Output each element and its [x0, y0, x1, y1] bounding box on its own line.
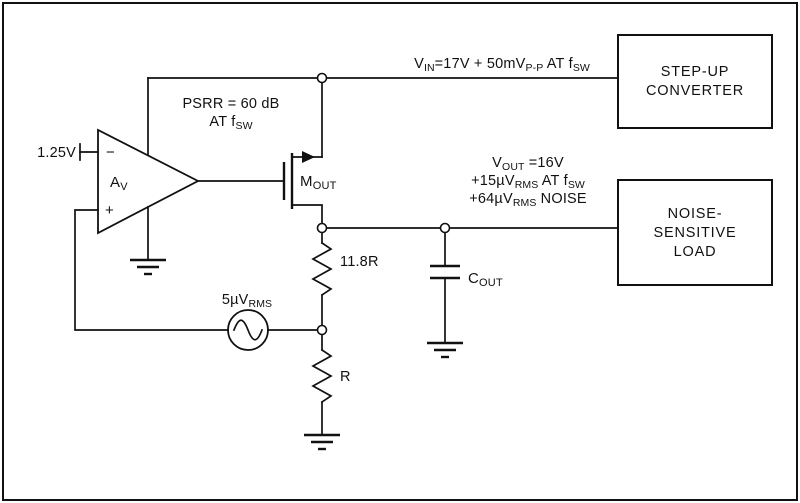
- psrr-line2: AT fSW: [209, 114, 252, 132]
- noise-source-circle: [227, 309, 269, 351]
- step-up-converter-block: STEP-UP CONVERTER: [617, 34, 773, 129]
- mosfet-bottom-lead: [291, 204, 323, 229]
- cout-label: COUT: [468, 270, 503, 289]
- resistor-bottom-zigzag: [311, 348, 333, 404]
- psrr-label: PSRR = 60 dB AT fSW: [182, 96, 279, 132]
- op-amp-plus-input: +: [105, 202, 114, 219]
- op-amp-minus-input: −: [106, 144, 115, 161]
- ground-symbol-opamp: [130, 206, 166, 276]
- feedback-wire-left: [74, 209, 229, 331]
- cout-capacitor: COUT: [430, 264, 503, 289]
- mosfet-arrow: [302, 151, 315, 163]
- step-up-converter-label-2: CONVERTER: [646, 83, 744, 99]
- junction-node-vout: [316, 222, 328, 234]
- step-up-converter-box: [617, 34, 773, 129]
- resistor-top-zigzag: [311, 241, 333, 297]
- step-up-converter-label-1: STEP-UP: [661, 64, 729, 80]
- vin-label: VIN=17V + 50mVP-P AT fSW: [414, 56, 590, 74]
- vout-label-line1: VOUT =16V: [492, 155, 564, 173]
- resistor-top-label: 11.8R: [340, 254, 379, 270]
- vout-label-line2: +15µVRMS AT fSW: [471, 173, 585, 191]
- resistor-bottom-label: R: [340, 369, 351, 385]
- junction-node-vin: [316, 72, 328, 84]
- sine-wave-icon: [232, 319, 264, 341]
- noise-source-label: 5µVRMS: [222, 292, 272, 310]
- noise-sensitive-load-block: NOISE- SENSITIVE LOAD: [617, 179, 773, 286]
- resistor-bottom: R: [311, 348, 351, 404]
- ref-voltage-label: 1.25V: [37, 145, 76, 161]
- resistor-top: 11.8R: [311, 241, 379, 297]
- vout-label-line3: +64µVRMS NOISE: [469, 191, 587, 209]
- ground-symbol-divider: [304, 433, 340, 451]
- noise-sensitive-load-label-1: NOISE-: [668, 206, 723, 222]
- vout-label: VOUT =16V +15µVRMS AT fSW +64µVRMS NOISE: [469, 155, 587, 209]
- junction-node-divider: [316, 324, 328, 336]
- mosfet-label: MOUT: [300, 173, 337, 192]
- noise-source: 5µVRMS: [222, 292, 272, 351]
- op-amp-gain-label: AV: [110, 174, 128, 193]
- mosfet: MOUT: [282, 151, 337, 229]
- noise-sensitive-load-label-2: SENSITIVE: [654, 225, 737, 241]
- noise-sensitive-load-box: [617, 179, 773, 286]
- ground-symbol-cout: [427, 341, 463, 359]
- noise-sensitive-load-label-3: LOAD: [674, 244, 717, 260]
- psrr-line1: PSRR = 60 dB: [182, 96, 279, 112]
- junction-node-cout: [439, 222, 451, 234]
